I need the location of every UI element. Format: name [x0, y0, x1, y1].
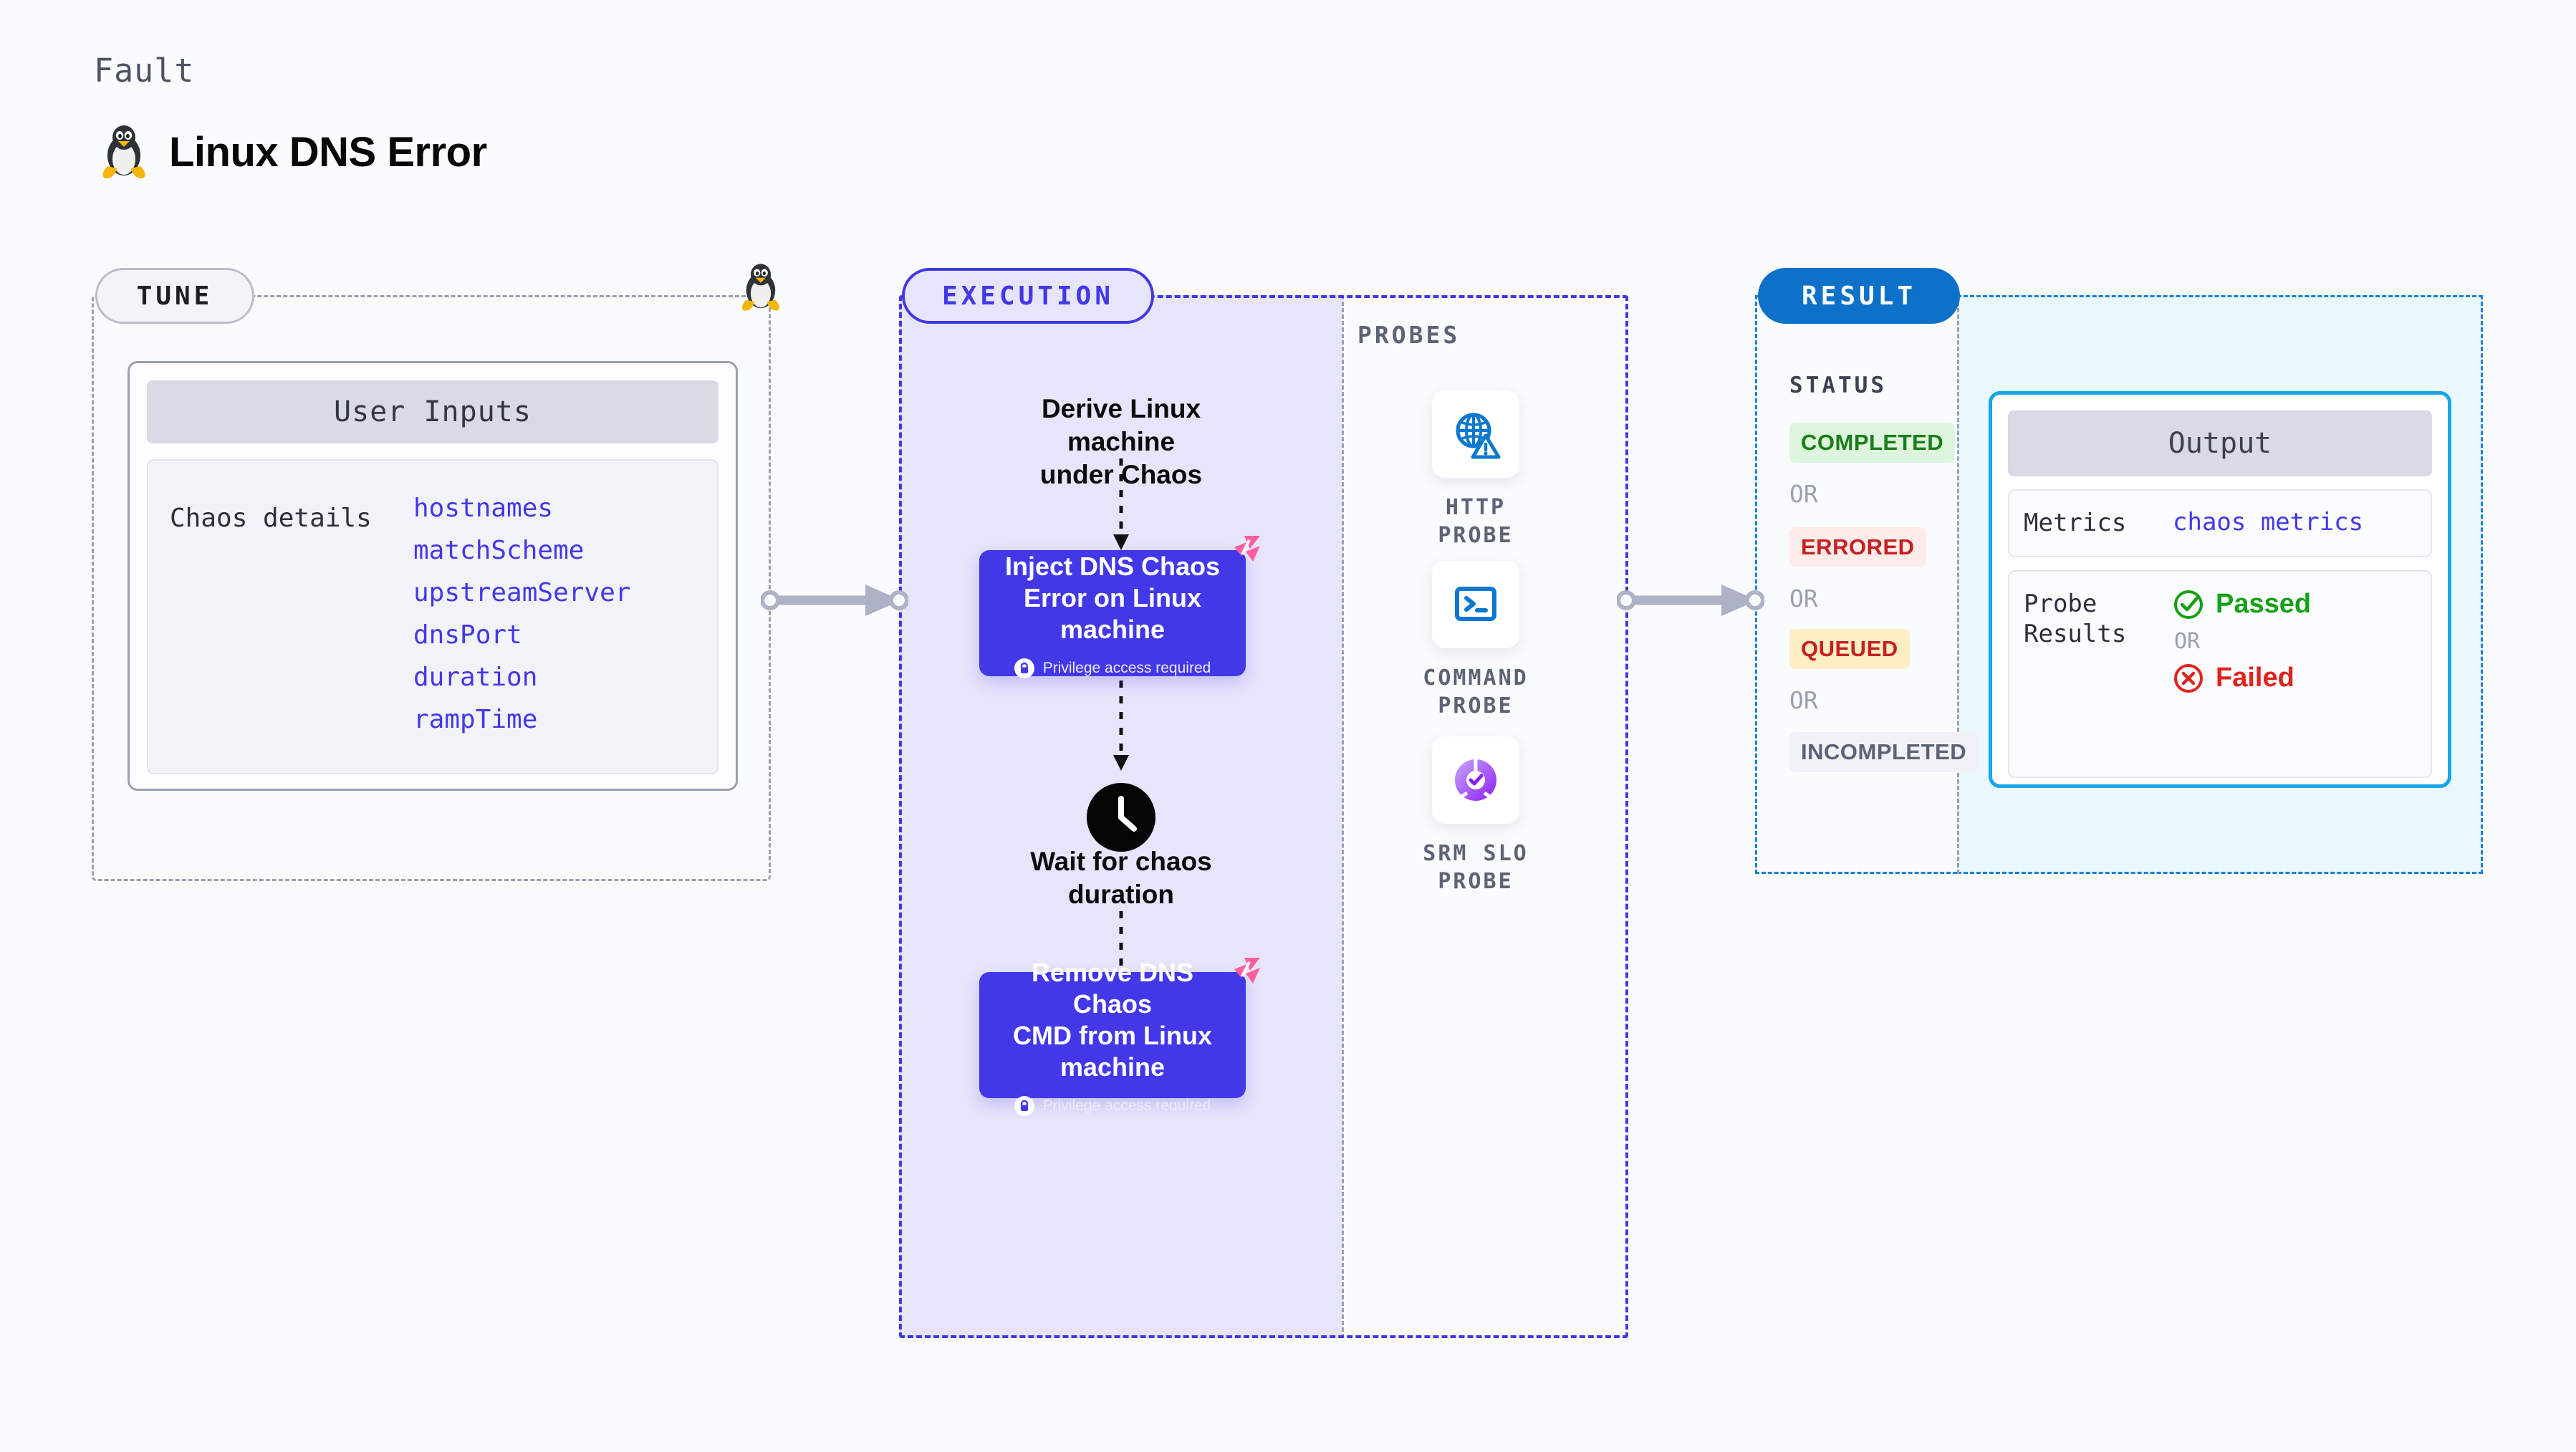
wait-step-text: Wait for chaos duration	[1030, 847, 1212, 909]
probes-section-label: PROBES	[1357, 321, 1461, 349]
harness-logo-icon	[1234, 958, 1260, 984]
probe-failed-label: Failed	[2216, 663, 2294, 693]
status-section-label: STATUS	[1789, 372, 1887, 398]
x-circle-icon	[2174, 663, 2203, 693]
list-item[interactable]: duration	[413, 663, 538, 692]
probe-label: COMMAND PROBE	[1423, 665, 1529, 718]
execution-pill-label: EXECUTION	[902, 268, 1154, 324]
tune-panel: TUNE User Inputs Chaos details hostnames…	[92, 268, 771, 881]
probe-result-failed: Failed	[2173, 663, 2311, 694]
probe-passed-label: Passed	[2216, 589, 2312, 619]
lock-icon	[1014, 1095, 1034, 1116]
connector-execution-to-result	[1617, 585, 1764, 616]
output-probe-results-key: Probe Results	[2024, 589, 2127, 649]
inject-privilege-note: Privilege access required	[1014, 658, 1211, 678]
output-card-title: Output	[2008, 410, 2432, 476]
chaos-details-section: Chaos details hostnames matchScheme upst…	[147, 459, 719, 774]
probe-result-list: Passed OR Failed	[2173, 589, 2311, 694]
tune-pill-label: TUNE	[95, 268, 254, 324]
status-badge: COMPLETED	[1789, 423, 1956, 463]
inject-chaos-step[interactable]: Inject DNS Chaos Error on Linux machine …	[979, 536, 1260, 678]
chaos-parameter-list: hostnames matchScheme upstreamServer dns…	[413, 494, 630, 773]
fault-kicker-label: Fault	[94, 52, 195, 90]
inject-chaos-title: Inject DNS Chaos Error on Linux machine	[1004, 552, 1221, 644]
probe-srm-slo[interactable]: SRM SLO PROBE	[1404, 736, 1547, 895]
user-inputs-card: User Inputs Chaos details hostnames matc…	[128, 361, 738, 791]
probe-tile	[1432, 561, 1519, 648]
output-card: Output Metrics chaos metrics Probe Resul…	[1989, 391, 2451, 788]
output-metrics-key: Metrics	[2024, 509, 2127, 537]
probe-result-or-label: OR	[2174, 628, 2201, 654]
status-badge: ERRORED	[1789, 527, 1926, 567]
probe-label: SRM SLO PROBE	[1423, 841, 1529, 894]
status-badge: QUEUED	[1789, 629, 1910, 669]
output-metrics-row: Metrics chaos metrics	[2008, 489, 2432, 557]
slo-donut-check-icon	[1455, 759, 1496, 801]
linux-penguin-badge-icon	[739, 261, 783, 317]
fault-title-row: Linux DNS Error	[99, 122, 487, 182]
tune-panel-border	[92, 295, 771, 881]
user-inputs-card-title: User Inputs	[147, 380, 719, 443]
status-badge: INCOMPLETED	[1789, 732, 1979, 772]
output-probe-results-row: Probe Results Passed OR Fai	[2008, 569, 2432, 778]
probe-command[interactable]: COMMAND PROBE	[1404, 561, 1547, 720]
linux-penguin-icon	[99, 122, 149, 182]
lock-icon	[1014, 658, 1034, 678]
status-or-label: OR	[1789, 686, 1818, 714]
harness-logo-icon	[1234, 536, 1260, 562]
output-metrics-value[interactable]: chaos metrics	[2173, 508, 2364, 537]
list-item[interactable]: hostnames	[413, 494, 554, 523]
list-item[interactable]: matchScheme	[413, 536, 585, 565]
result-pill-label: RESULT	[1758, 268, 1960, 324]
list-item[interactable]: rampTime	[413, 705, 538, 734]
list-item[interactable]: dnsPort	[413, 620, 522, 650]
terminal-icon	[1455, 587, 1496, 621]
chaos-details-label: Chaos details	[170, 504, 372, 533]
arrow-derive-to-inject	[1113, 458, 1129, 550]
probe-tile	[1432, 736, 1519, 824]
probe-result-passed: Passed	[2173, 589, 2311, 620]
remove-privilege-note: Privilege access required	[1014, 1095, 1211, 1116]
arrow-inject-to-wait	[1113, 681, 1129, 771]
derive-step-text: Derive Linux machine under Chaos	[1039, 394, 1203, 489]
remove-chaos-title: Remove DNS Chaos CMD from Linux machine	[1013, 958, 1212, 1082]
execution-panel-border	[899, 295, 1628, 1338]
clock-icon	[1087, 783, 1155, 852]
status-or-label: OR	[1789, 585, 1818, 612]
probe-tile	[1432, 390, 1519, 478]
page-title: Linux DNS Error	[169, 128, 487, 176]
result-divider	[1957, 295, 1959, 874]
check-circle-icon	[2174, 590, 2203, 619]
probe-http[interactable]: HTTP PROBE	[1404, 390, 1547, 549]
globe-warning-icon	[1456, 413, 1501, 459]
connector-tune-to-execution	[761, 585, 908, 616]
probe-label: HTTP PROBE	[1438, 495, 1514, 548]
list-item[interactable]: upstreamServer	[413, 578, 631, 607]
remove-chaos-step[interactable]: Remove DNS Chaos CMD from Linux machine …	[979, 958, 1260, 1116]
status-or-label: OR	[1789, 480, 1818, 508]
